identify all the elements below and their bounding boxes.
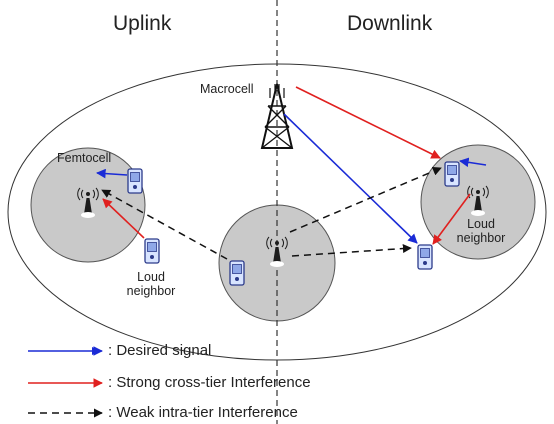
legend-weak-text: : Weak intra-tier Interference	[108, 404, 298, 421]
mobile-phone-icon	[229, 260, 245, 286]
loud-neighbor-label-left: Loud neighbor	[124, 270, 178, 298]
desired-signal-arrow	[283, 113, 418, 244]
weak-interference-arrow	[291, 244, 412, 257]
strong-interference-arrow	[295, 86, 441, 159]
mobile-phone-icon	[417, 244, 433, 270]
desired-signal-arrow	[459, 157, 487, 168]
loud-neighbor-left-line1: Loud	[137, 270, 165, 284]
legend-strong-text: : Strong cross-tier Interference	[108, 374, 311, 391]
mobile-phone-icon	[144, 238, 160, 264]
mobile-phone-icon	[444, 161, 460, 187]
macrocell-label: Macrocell	[200, 82, 254, 96]
femtocell-label: Femtocell	[57, 151, 112, 165]
downlink-title: Downlink	[347, 12, 433, 35]
loud-neighbor-left-line2: neighbor	[126, 284, 176, 298]
strong-interference-arrow	[432, 193, 471, 245]
desired-signal-arrow	[96, 168, 128, 179]
loud-neighbor-right-line2: neighbor	[456, 231, 506, 245]
loud-neighbor-label-right: Loud neighbor	[451, 217, 511, 245]
uplink-title: Uplink	[113, 12, 172, 35]
legend-desired-text: : Desired signal	[108, 342, 212, 359]
mobile-phone-icon	[127, 168, 143, 194]
macrocell-tower-icon	[260, 83, 294, 149]
strong-interference-arrow	[102, 198, 145, 239]
legend-desired-head	[92, 347, 101, 355]
loud-neighbor-right-line1: Loud	[467, 217, 495, 231]
weak-interference-arrow	[289, 167, 442, 233]
